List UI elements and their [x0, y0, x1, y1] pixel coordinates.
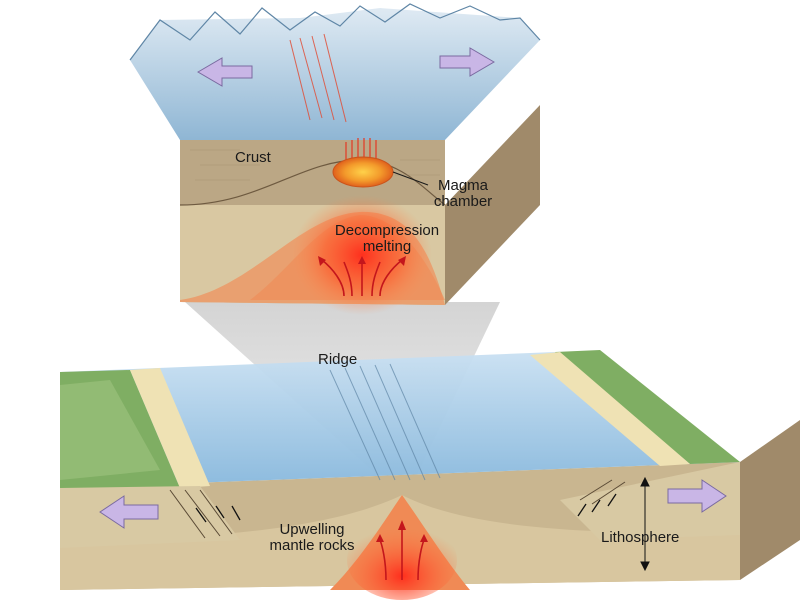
ridge-label: Ridge	[318, 351, 358, 368]
spreading-arrow-right-top-icon	[439, 47, 495, 77]
spreading-arrow-left-bottom-icon	[99, 495, 159, 529]
upwelling-mantle-rocks-label: Upwelling mantle rocks	[252, 522, 372, 554]
magma-label-line2: chamber	[433, 193, 493, 210]
lithosphere-label: Lithosphere	[601, 529, 680, 546]
bottom-block	[60, 350, 800, 600]
magma-chamber-label: Magma chamber	[423, 178, 503, 210]
spreading-arrow-left-top-icon	[197, 57, 253, 87]
decompression-label-line1: Decompression	[334, 222, 440, 239]
fault-arrows-icon	[195, 493, 617, 523]
magma-chamber-shape	[332, 156, 394, 188]
upward-flow-arrows-icon	[321, 259, 403, 297]
upwelling-label-line2: mantle rocks	[269, 537, 355, 554]
upwelling-label-line1: Upwelling	[279, 521, 345, 538]
magma-label-line1: Magma	[437, 177, 489, 194]
decompression-melting-label: Decompression melting	[322, 223, 452, 255]
top-block	[129, 3, 541, 315]
crust-label: Crust	[235, 149, 271, 166]
lithosphere-thickness-arrow-icon	[640, 476, 650, 572]
decompression-label-line2: melting	[362, 238, 412, 255]
spreading-arrow-right-bottom-icon	[667, 479, 727, 513]
